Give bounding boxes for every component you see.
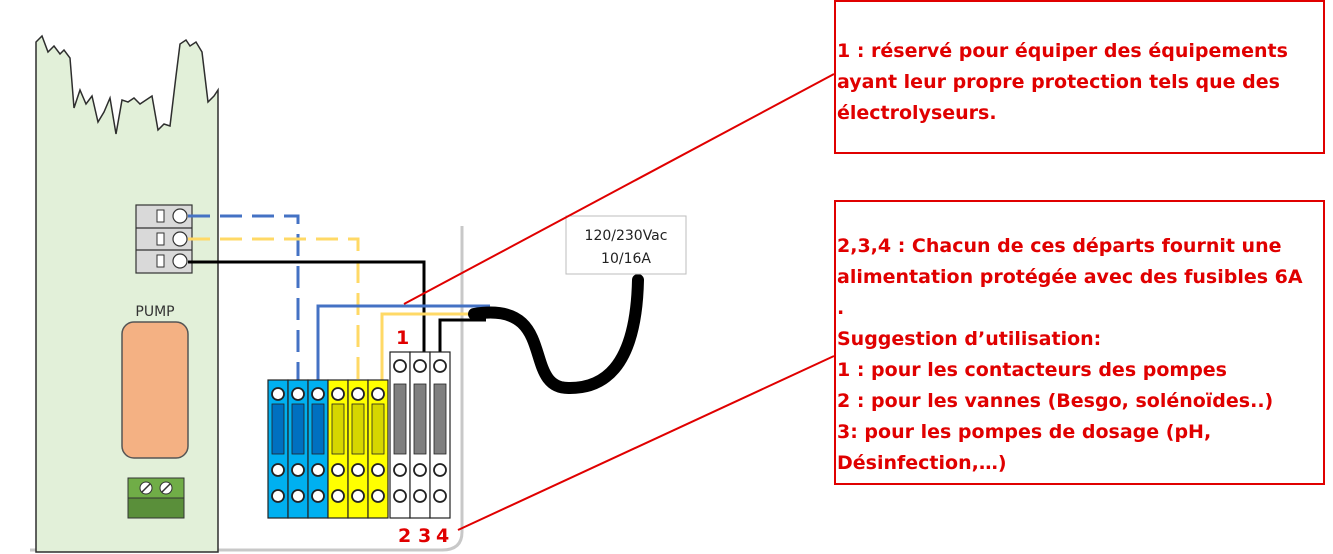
pump-label: PUMP bbox=[135, 304, 174, 320]
wire-blue-main bbox=[316, 304, 490, 384]
note-2-line: . bbox=[837, 297, 845, 319]
leader-line-1 bbox=[403, 73, 835, 305]
supply-voltage: 120/230Vac bbox=[585, 228, 668, 244]
wire-yellow-main bbox=[380, 312, 486, 384]
supply-cable bbox=[468, 274, 644, 395]
terminal-fuse-2 bbox=[409, 351, 431, 519]
supply-label-box bbox=[565, 215, 687, 275]
terminal-fuse-3 bbox=[429, 351, 451, 519]
note-2-line: 3: pour les pompes de dosage (pH, bbox=[837, 421, 1212, 443]
terminal-blue-1 bbox=[267, 379, 289, 519]
wire-blue-dashed bbox=[188, 214, 300, 384]
terminal-blue-3 bbox=[307, 379, 329, 519]
note-1-line: ayant leur propre protection tels que de… bbox=[837, 71, 1280, 93]
note-outputs-2-3-4: 2,3,4 : Chacun de ces départs fournit un… bbox=[834, 200, 1325, 485]
note-2-line: 2,3,4 : Chacun de ces départs fournit un… bbox=[837, 235, 1282, 257]
marker-1: 1 bbox=[396, 327, 409, 349]
device-terminal-block bbox=[135, 204, 193, 274]
terminal-yellow-2 bbox=[347, 379, 369, 519]
note-output-1: 1 : réservé pour équiper des équipements… bbox=[834, 0, 1325, 154]
leader-line-2 bbox=[457, 355, 835, 531]
supply-current: 10/16A bbox=[601, 251, 651, 267]
note-1-line: 1 : réservé pour équiper des équipements bbox=[837, 40, 1288, 62]
enclosure-outline bbox=[30, 226, 464, 552]
terminal-yellow-3 bbox=[367, 379, 389, 519]
note-2-line: alimentation protégée avec des fusibles … bbox=[837, 266, 1303, 288]
marker-4: 4 bbox=[436, 525, 449, 547]
green-connector bbox=[127, 477, 185, 519]
marker-3: 3 bbox=[418, 525, 431, 547]
device-panel bbox=[35, 34, 219, 553]
wire-black-main bbox=[438, 318, 486, 366]
note-2-line: Désinfection,…) bbox=[837, 452, 1007, 474]
wire-black bbox=[188, 260, 426, 366]
note-2-line: Suggestion d’utilisation: bbox=[837, 328, 1102, 350]
din-terminals bbox=[267, 351, 451, 519]
wire-yellow-dashed bbox=[188, 237, 360, 384]
marker-2: 2 bbox=[398, 525, 411, 547]
pump-module bbox=[121, 321, 189, 459]
note-2-line: 1 : pour les contacteurs des pompes bbox=[837, 359, 1227, 381]
note-2-line: 2 : pour les vannes (Besgo, solénoïdes..… bbox=[837, 390, 1274, 412]
note-1-line: électrolyseurs. bbox=[837, 102, 997, 124]
